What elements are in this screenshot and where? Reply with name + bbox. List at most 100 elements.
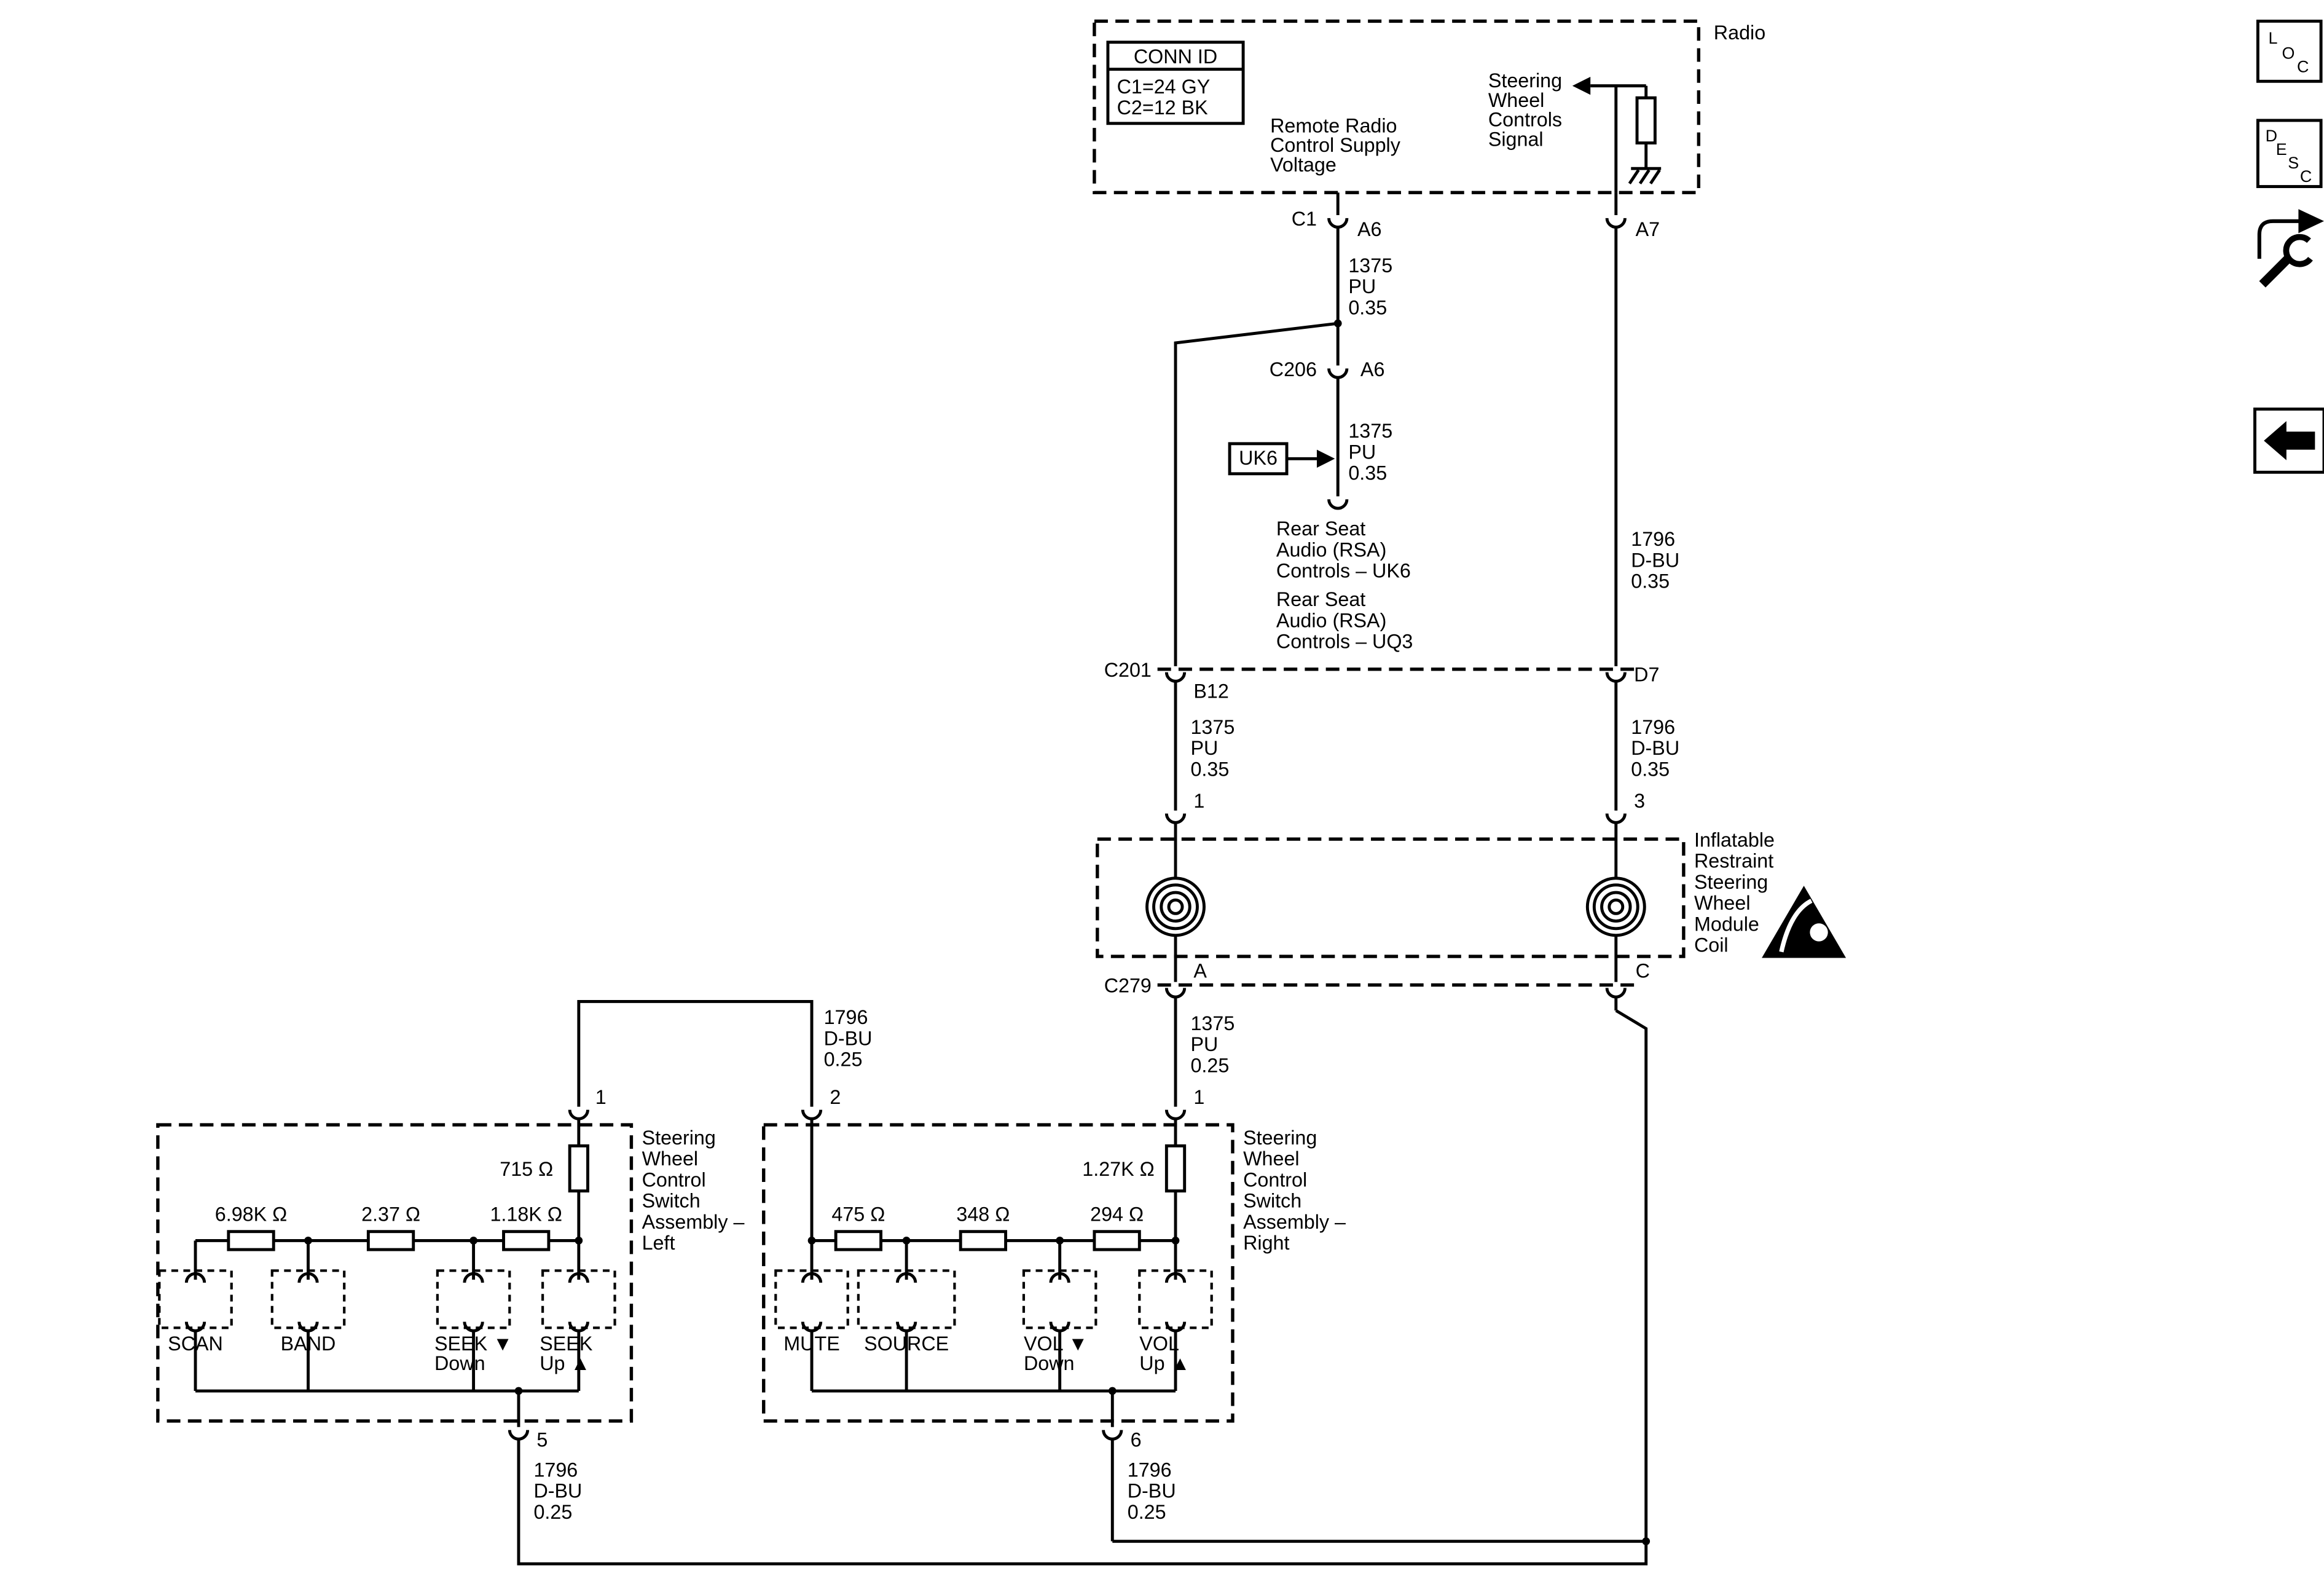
coil-label-line: Module: [1694, 913, 1759, 935]
loc-button[interactable]: L O C: [2256, 19, 2323, 83]
right-switch-assembly: Steering Wheel Control Switch Assembly –…: [762, 1123, 1651, 1546]
conn-id-table: CONN ID C1=24 GY C2=12 BK: [1106, 41, 1245, 125]
wire-label: D-BU: [1128, 1480, 1176, 1502]
switch-dashed-box: [1138, 1269, 1213, 1329]
switch-seek-up[interactable]: SEEK Up ▲: [540, 1240, 616, 1392]
switch-vol-down-label2: Down: [1024, 1352, 1075, 1374]
wire-label: 0.35: [1631, 570, 1670, 593]
switch-dashed-box: [857, 1269, 956, 1329]
coil-module-label: Inflatable Restraint Steering Wheel Modu…: [1694, 829, 1775, 956]
connector-cup-icon: [568, 1109, 589, 1120]
conn-id-frame: [1106, 41, 1245, 125]
left-assembly-label: Steering Wheel Control Switch Assembly –…: [642, 1127, 745, 1254]
assembly-label-line: Wheel: [1243, 1148, 1300, 1170]
switch-seek-up-label: SEEK: [540, 1333, 593, 1355]
switch-band-label: BAND: [281, 1333, 336, 1355]
connector-cup-icon: [1164, 1109, 1187, 1120]
signal-line-1: Steering: [1488, 69, 1562, 92]
service-wrench-icon[interactable]: [2257, 209, 2324, 288]
right-assembly-label: Steering Wheel Control Switch Assembly –…: [1243, 1127, 1346, 1254]
wire-dbu-signal: 1796 D-BU 0.35: [1614, 227, 1679, 666]
connector-c201: C201 B12 D7 1375 PU 0.35 1 1796 D-BU 0.3…: [1104, 659, 1679, 878]
desc-button[interactable]: D E S C: [2256, 119, 2323, 188]
switch-dashed-box: [436, 1269, 511, 1329]
rsa-uq3-line: Controls – UQ3: [1276, 631, 1413, 653]
desc-letter-d: D: [2266, 127, 2277, 145]
wire-label: D-BU: [1631, 737, 1679, 759]
assembly-label-line: Control: [1243, 1168, 1307, 1191]
switch-mute[interactable]: MUTE: [774, 1240, 849, 1392]
uk6-frame: [1228, 442, 1289, 476]
radio-module: Radio CONN ID C1=24 GY C2=12 BK Remote R…: [1093, 19, 1765, 195]
connector-cup-icon: [1605, 672, 1627, 683]
conn-id-row2: C2=12 BK: [1117, 96, 1209, 119]
desc-button-frame[interactable]: [2256, 119, 2323, 188]
switch-source[interactable]: SOURCE: [857, 1240, 956, 1392]
connector-cup-icon: [1605, 988, 1627, 999]
resistor-237: [366, 1230, 415, 1251]
wire-pu-supply: 1375 PU 0.35 C206 A6 1375 PU 0.35 UK6 Re…: [1174, 227, 1413, 666]
switch-seek-down[interactable]: SEEK ▼ Down: [434, 1240, 512, 1392]
sir-warning-icon: [1762, 886, 1847, 958]
wire-label: D-BU: [1631, 549, 1679, 571]
loc-letter-c: C: [2297, 58, 2309, 76]
switch-dashed-box: [774, 1269, 849, 1329]
wire-label: 1796: [1631, 528, 1675, 550]
desc-letter-s: S: [2288, 154, 2299, 172]
rsa-uk6-line: Audio (RSA): [1276, 538, 1386, 561]
resistor-294: [1093, 1230, 1141, 1251]
connector-c279-label: C279: [1104, 975, 1152, 997]
resistor-348-label: 348 Ω: [956, 1203, 1010, 1226]
wire-label: 1375: [1190, 716, 1235, 738]
switch-scan[interactable]: SCAN: [158, 1240, 233, 1392]
back-button[interactable]: [2253, 408, 2324, 474]
resistor-475-label: 475 Ω: [831, 1203, 885, 1226]
assembly-label-line: Wheel: [642, 1148, 699, 1170]
connector-c279: C279 A C 1375 PU 0.25 1: [517, 959, 1650, 1565]
radio-dashed-box: [1093, 19, 1701, 195]
connector-c1: C1 A6 A7: [1292, 192, 1660, 240]
connector-cup-icon: [1327, 218, 1349, 229]
ground-symbol: [1628, 167, 1662, 184]
coil-label-line: Coil: [1694, 934, 1729, 956]
uk6-label: UK6: [1239, 447, 1278, 469]
wire-label: D-BU: [533, 1480, 582, 1502]
wire-label: 0.25: [1190, 1054, 1229, 1076]
switch-mute-label: MUTE: [783, 1333, 839, 1355]
wire-branch-to-c201: [1174, 321, 1338, 666]
wire-label: 0.35: [1348, 296, 1387, 318]
wire-label: 1796: [1631, 716, 1675, 738]
resistor-348: [959, 1230, 1008, 1251]
conn-id-row1: C1=24 GY: [1117, 76, 1211, 98]
coil-label-line: Wheel: [1694, 892, 1751, 914]
desc-letter-c: C: [2300, 167, 2312, 186]
rsa-uq3-line: Audio (RSA): [1276, 609, 1386, 631]
switch-scan-label: SCAN: [168, 1333, 223, 1355]
junction-dot: [1642, 1537, 1651, 1546]
connector-cup-icon: [801, 1109, 823, 1120]
wrench-handle: [2259, 255, 2291, 288]
pin-b12-label: B12: [1193, 680, 1228, 702]
route-arrow-shaft: [2257, 219, 2300, 259]
switch-dashed-box: [541, 1269, 616, 1329]
connector-c201-label: C201: [1104, 659, 1152, 681]
assembly-label-line: Left: [642, 1232, 675, 1254]
loc-button-frame[interactable]: [2256, 19, 2323, 83]
switch-vol-down[interactable]: VOL ▼ Down: [1022, 1240, 1097, 1392]
pin-1-label: 1: [1193, 1086, 1204, 1108]
wire-label: 0.25: [824, 1049, 863, 1071]
resistor-237-label: 2.37 Ω: [361, 1203, 420, 1226]
pin-a6-label: A6: [1357, 218, 1382, 240]
loc-letter-l: L: [2268, 29, 2277, 47]
signal-line-4: Signal: [1488, 128, 1544, 150]
toolbar: L O C D E S C: [2253, 19, 2324, 474]
resistor-294-label: 294 Ω: [1090, 1203, 1144, 1226]
switch-vol-up[interactable]: VOL Up ▲: [1138, 1240, 1213, 1392]
switch-source-label: SOURCE: [864, 1333, 949, 1355]
supply-line-2: Control Supply: [1270, 134, 1401, 156]
conn-id-header: CONN ID: [1134, 45, 1217, 68]
pin-3-label: 3: [1634, 790, 1645, 812]
switch-band[interactable]: BAND: [270, 1240, 346, 1392]
supply-line-1: Remote Radio: [1270, 114, 1397, 136]
wire-label: 1796: [1128, 1459, 1172, 1481]
